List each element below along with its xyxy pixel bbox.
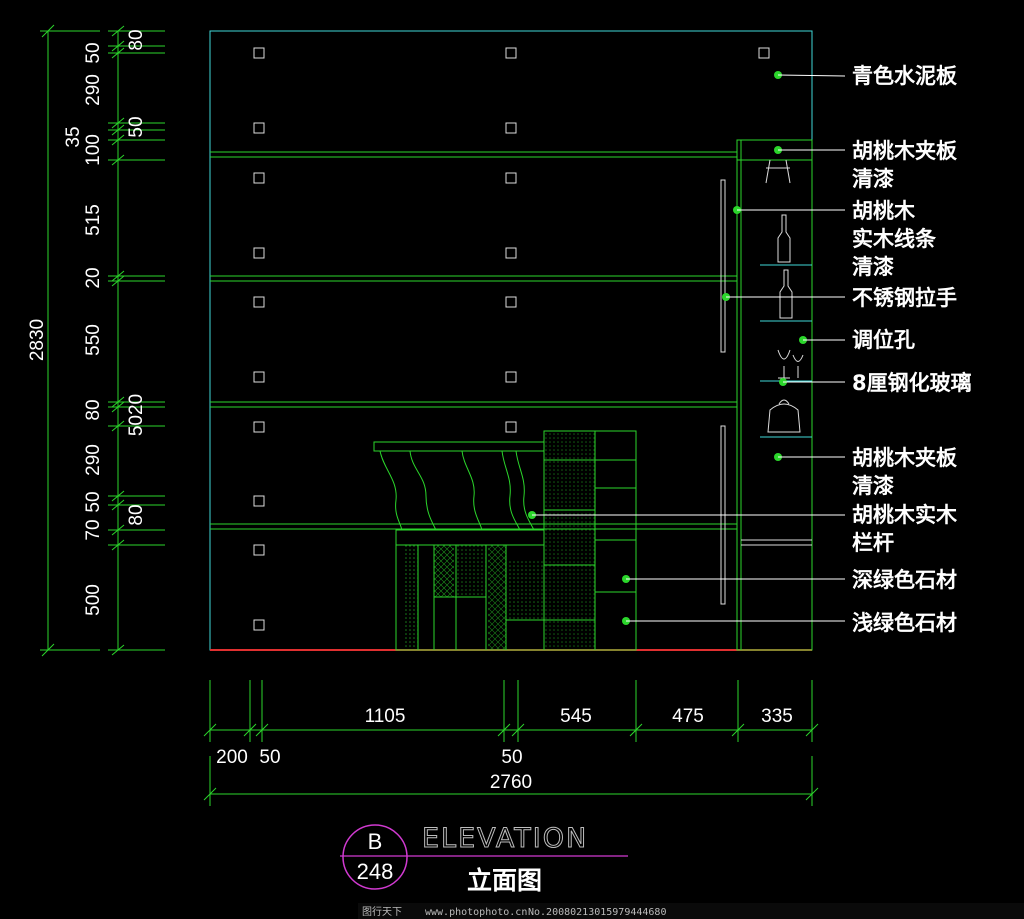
- dim-tick: [111, 275, 125, 287]
- dim-left-5020: 5020: [126, 394, 147, 436]
- dim-545: 545: [560, 706, 592, 727]
- label-tempered-glass: 8厘钢化玻璃: [852, 371, 972, 395]
- label-walnut: 胡桃木: [852, 199, 916, 223]
- dim-tick: [805, 723, 819, 737]
- dim-475: 475: [672, 706, 704, 727]
- dim-tick: [111, 420, 125, 432]
- dim-tick: [243, 723, 257, 737]
- dim-2830: 2830: [27, 319, 48, 361]
- dim-tick: [111, 539, 125, 551]
- dim-tick: [111, 25, 125, 37]
- dim-left-35: 35: [63, 126, 84, 147]
- dim-tick: [111, 134, 125, 146]
- label-varnish-3: 清漆: [852, 474, 894, 498]
- dim-left-80: 80: [83, 399, 104, 420]
- title-letter: B: [368, 829, 383, 854]
- dim-tick: [111, 270, 125, 282]
- dim-tick: [111, 154, 125, 166]
- dim-left-50: 50: [126, 116, 147, 137]
- dim-tick: [111, 644, 125, 656]
- label-varnish-1: 清漆: [852, 167, 894, 191]
- dim-tick: [111, 124, 125, 136]
- dim-left-20: 20: [83, 267, 104, 288]
- dim-1105: 1105: [365, 706, 406, 727]
- dim-50-mid: 50: [501, 747, 522, 768]
- label-light-green-stone: 浅绿色石材: [852, 611, 957, 635]
- dim-left-515: 515: [83, 204, 104, 236]
- dim-tick: [111, 499, 125, 511]
- left-dimensions: 2830 80 50 290 35 50 100 515 20 550 80 5020 290 70 50…: [27, 24, 165, 657]
- dim-tick: [805, 787, 819, 801]
- dim-tick: [255, 723, 269, 737]
- dim-left-100: 100: [83, 134, 104, 166]
- dim-tick: [111, 396, 125, 408]
- annotation-leaders: [528, 71, 846, 625]
- dim-tick: [111, 117, 125, 129]
- dim-335: 335: [761, 706, 793, 727]
- dim-left-290: 290: [83, 74, 104, 106]
- label-cement-board: 青色水泥板: [852, 64, 958, 88]
- label-dark-green-stone: 深绿色石材: [852, 568, 957, 592]
- wall-panel: [209, 30, 813, 651]
- label-walnut-plywood-2: 胡桃木夹板: [852, 446, 958, 470]
- dim-2760: 2760: [490, 772, 532, 793]
- dim-tick: [111, 40, 125, 52]
- dim-tick: [111, 524, 125, 536]
- dim-left-80: 80: [126, 504, 147, 525]
- title-number: 248: [357, 859, 394, 884]
- title-english: ELEVATION: [422, 823, 588, 854]
- dim-tick: [111, 401, 125, 413]
- title-chinese: 立面图: [467, 866, 542, 895]
- label-solid-wood-trim: 实木线条: [852, 227, 937, 251]
- dim-tick: [111, 490, 125, 502]
- dim-left-290: 290: [83, 444, 104, 476]
- title-block: B 248 ELEVATION 立面图: [340, 823, 628, 895]
- dim-tick: [203, 723, 217, 737]
- dim-left-70: 70: [83, 519, 104, 540]
- dim-50-left: 50: [259, 747, 280, 768]
- label-adjust-hole: 调位孔: [852, 328, 915, 352]
- annotation-labels: 青色水泥板 胡桃木夹板 清漆 胡桃木 实木线条 清漆 不锈钢拉手 调位孔 8厘钢…: [852, 64, 972, 635]
- label-varnish-2: 清漆: [852, 255, 894, 279]
- watermark-bar: 图行天下 www.photophoto.cn No.20080213015979…: [358, 903, 1024, 919]
- dim-left-550: 550: [83, 324, 104, 356]
- dim-left-50: 50: [83, 491, 104, 512]
- dim-tick: [111, 47, 125, 59]
- dim-left-50: 50: [83, 42, 104, 63]
- label-walnut-solid: 胡桃木实木: [852, 503, 958, 527]
- dim-tick: [511, 723, 525, 737]
- adjustment-holes: [253, 47, 770, 631]
- dim-tick: [629, 723, 643, 737]
- leader-line: [777, 74, 846, 77]
- label-walnut-plywood-1: 胡桃木夹板: [852, 139, 958, 163]
- footer-site: 图行天下: [362, 905, 402, 918]
- label-railing: 栏杆: [852, 531, 894, 555]
- footer-url: www.photophoto.cn: [425, 907, 527, 918]
- bottom-dimensions: 1105 545 475 335 200 50 50 2760: [203, 680, 819, 806]
- dim-tick: [731, 723, 745, 737]
- display-cabinet: [720, 139, 813, 651]
- dim-left-80: 80: [126, 29, 147, 50]
- bar-counter: [373, 430, 637, 651]
- dim-tick: [497, 723, 511, 737]
- label-steel-handle: 不锈钢拉手: [852, 286, 957, 310]
- dim-200: 200: [216, 747, 248, 768]
- dim-tick: [203, 787, 217, 801]
- footer-id: No.20080213015979444680: [528, 907, 666, 918]
- dim-left-500: 500: [83, 584, 104, 616]
